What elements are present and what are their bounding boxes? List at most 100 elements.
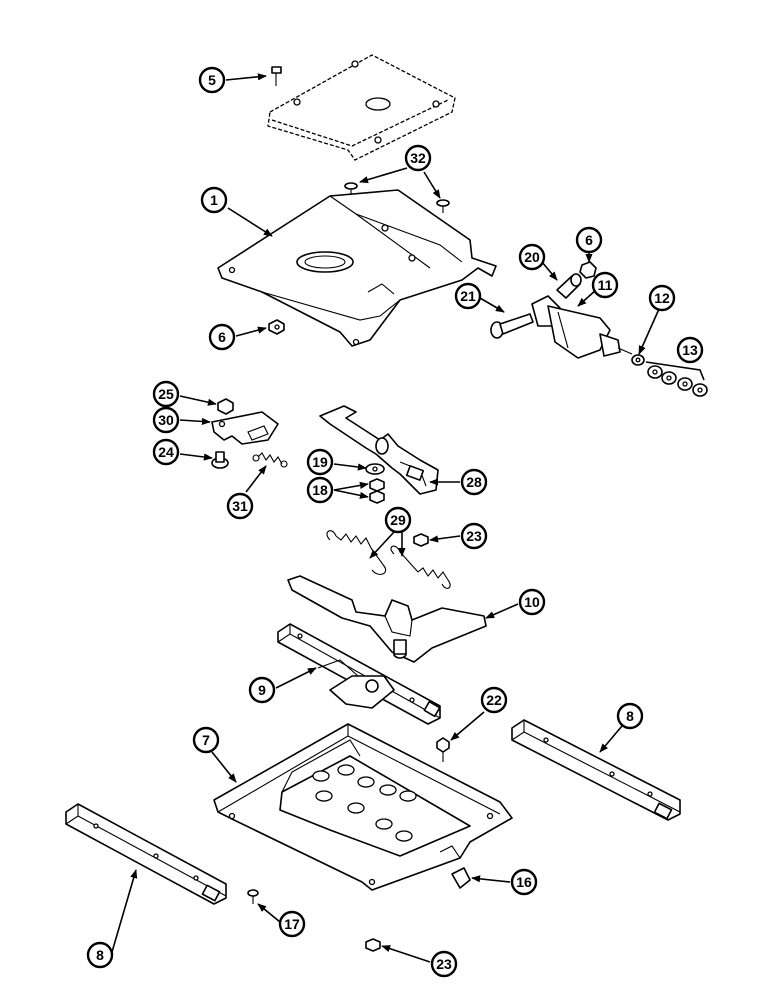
leader-23-lower: [381, 945, 431, 963]
svg-text:5: 5: [208, 72, 216, 88]
leader-23-upper: [429, 535, 461, 543]
callout-25: 25: [152, 380, 180, 408]
leader-18b: [333, 489, 369, 499]
callout-1: 1: [200, 186, 228, 214]
leader-30: [179, 417, 211, 426]
bolt-32-left-part: [344, 182, 358, 196]
cap-16-part: [451, 867, 471, 889]
leader-9: [275, 667, 317, 689]
svg-text:29: 29: [390, 512, 406, 528]
callout-29: 29: [384, 506, 412, 534]
svg-text:7: 7: [202, 732, 210, 748]
svg-text:32: 32: [410, 150, 426, 166]
hardware-set-13-part: [647, 365, 708, 397]
svg-text:30: 30: [158, 412, 174, 428]
callout-32: 32: [404, 144, 432, 172]
leader-17: [257, 903, 281, 923]
callout-6-lower: 6: [208, 323, 236, 351]
leader-1: [227, 207, 273, 237]
leader-5: [225, 73, 267, 81]
rail-8-right-part: [511, 719, 681, 821]
callout-17: 17: [278, 910, 306, 938]
fitting-20-part: [556, 273, 582, 299]
svg-text:19: 19: [312, 454, 328, 470]
spring-29-right-part: [390, 545, 451, 589]
leader-21: [479, 297, 505, 313]
svg-text:8: 8: [626, 708, 634, 724]
spring-31-part: [252, 452, 288, 468]
callout-28: 28: [460, 468, 488, 496]
callout-23-upper: 23: [460, 522, 488, 550]
leader-12: [638, 308, 660, 355]
leader-10: [485, 603, 519, 619]
leader-32-right: [423, 171, 441, 199]
leader-31: [245, 465, 267, 493]
washer-12-part: [631, 354, 645, 366]
leader-16: [471, 875, 511, 883]
callout-30: 30: [152, 406, 180, 434]
leader-13: [645, 361, 705, 381]
svg-text:21: 21: [460, 288, 476, 304]
callout-10: 10: [518, 588, 546, 616]
leader-22: [450, 711, 485, 741]
svg-text:11: 11: [598, 277, 613, 293]
stud-24-part: [211, 451, 229, 469]
svg-text:13: 13: [682, 342, 698, 358]
svg-text:9: 9: [258, 682, 266, 698]
svg-text:1: 1: [210, 192, 218, 208]
callout-31: 31: [226, 492, 254, 520]
leader-lines: [111, 73, 705, 963]
rail-9-part: [277, 623, 441, 725]
washer-19-part: [365, 463, 385, 475]
cushion-plate-part: [267, 54, 456, 161]
callout-6-upper: 6: [575, 226, 603, 254]
svg-text:20: 20: [524, 249, 540, 265]
svg-text:22: 22: [486, 692, 502, 708]
latch-plate-30-part: [211, 411, 279, 445]
leader-7: [211, 751, 237, 783]
nut-23-lower-part: [365, 938, 381, 952]
callout-8-right: 8: [616, 702, 644, 730]
leader-18a: [333, 481, 369, 491]
svg-text:23: 23: [466, 528, 482, 544]
bolt-17-part: [247, 889, 259, 904]
callout-23-lower: 23: [430, 950, 458, 978]
leader-11: [577, 289, 597, 307]
leader-19: [333, 463, 367, 471]
callout-19: 19: [306, 448, 334, 476]
callout-13: 13: [676, 336, 704, 364]
slide-plate-part: [217, 189, 497, 347]
svg-text:6: 6: [218, 329, 226, 345]
rail-8-left-part: [65, 803, 227, 905]
svg-text:8: 8: [96, 947, 104, 963]
spring-29-left-part: [326, 530, 387, 575]
callout-22: 22: [480, 686, 508, 714]
leader-8-left: [111, 869, 138, 953]
svg-text:17: 17: [284, 916, 300, 932]
bolt-5-part: [271, 66, 282, 86]
bracket-10-part: [287, 575, 487, 663]
leader-8-right: [599, 725, 623, 753]
callout-5: 5: [198, 66, 226, 94]
leader-25: [179, 395, 217, 406]
svg-text:23: 23: [436, 956, 452, 972]
callout-8-left: 8: [86, 941, 114, 969]
nut-6-upper-part: [579, 261, 597, 279]
nut-6-lower-part: [268, 319, 285, 335]
callout-12: 12: [648, 284, 676, 312]
base-frame-7-part: [213, 723, 513, 891]
svg-text:25: 25: [158, 386, 174, 402]
bolt-32-right-part: [436, 199, 450, 213]
callout-9: 9: [248, 676, 276, 704]
leader-24: [179, 453, 213, 461]
leader-6-lower: [235, 326, 267, 337]
bolt-22-part: [436, 737, 450, 762]
callout-24: 24: [152, 438, 180, 466]
svg-text:24: 24: [158, 444, 174, 460]
nut-23-upper-part: [413, 533, 429, 547]
svg-text:28: 28: [466, 474, 482, 490]
svg-text:6: 6: [585, 232, 593, 248]
callout-16: 16: [510, 868, 538, 896]
lever-28-part: [319, 405, 439, 495]
